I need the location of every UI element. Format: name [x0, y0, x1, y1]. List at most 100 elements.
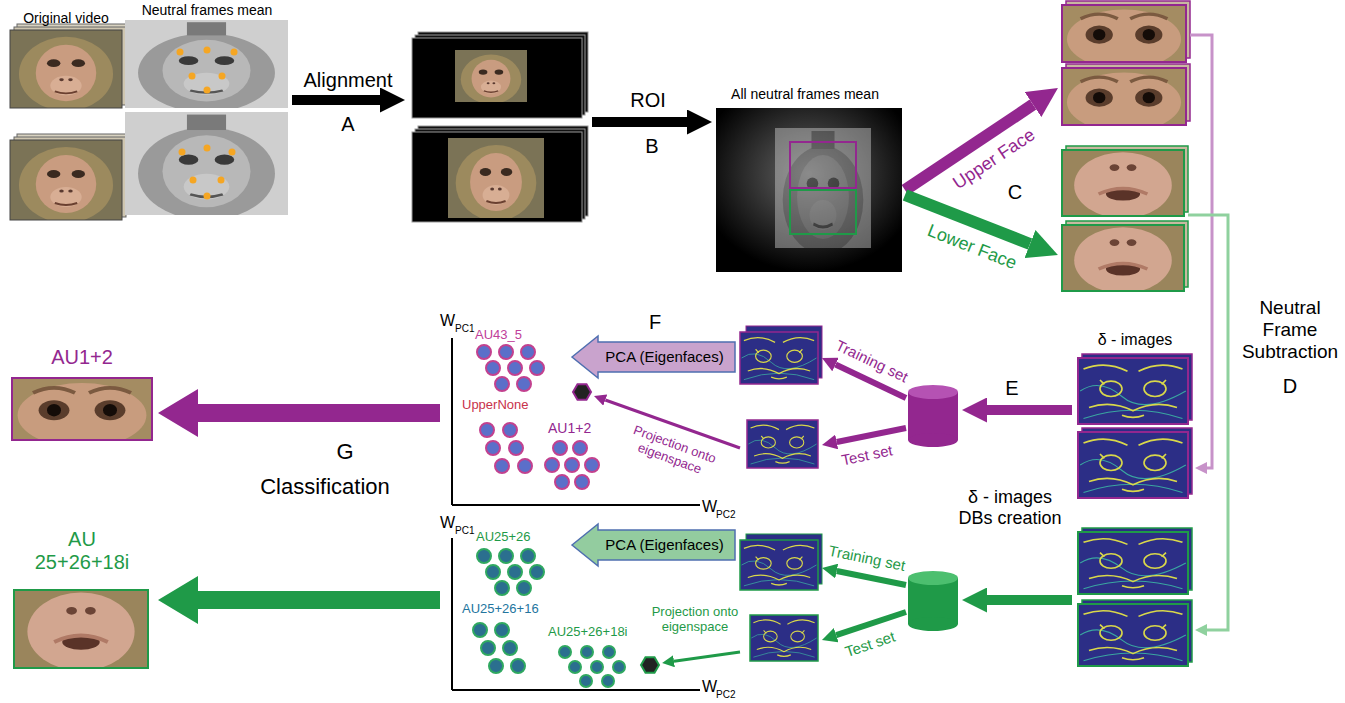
sample-dot [530, 565, 544, 579]
upper-roi-box [790, 142, 856, 188]
image-panel: AU1+2 [6, 346, 158, 444]
plot-label: AU25+26+18i [548, 625, 628, 640]
neutral-mean-image [125, 20, 288, 112]
delta-image [1078, 358, 1188, 424]
figure-label: Neutral Frame Subtraction [1237, 297, 1343, 363]
aligned-face [448, 138, 544, 221]
frame-border [1062, 150, 1184, 216]
sample-dot [553, 441, 567, 455]
sample-dot [477, 549, 491, 563]
step-letter: F [649, 311, 661, 334]
sample-dot [495, 623, 509, 637]
aligned-face [455, 50, 527, 104]
landmark-dot [219, 73, 226, 80]
landmark-dot [177, 49, 184, 56]
frame-border [747, 420, 818, 468]
sample-dot [489, 659, 503, 673]
axis-subscript: PC2 [716, 509, 735, 521]
frame-border [1078, 532, 1188, 594]
frame-border [1062, 5, 1186, 62]
step-letter: D [1283, 375, 1297, 398]
projection-arrow [674, 652, 740, 661]
sample-dot [473, 623, 487, 637]
frame-border [1078, 604, 1188, 666]
database-cylinder [908, 385, 958, 399]
sample-dot [499, 549, 513, 563]
sample-dot [521, 549, 535, 563]
sample-dot [495, 377, 509, 391]
plot-label: W [702, 498, 717, 516]
delta-image [750, 615, 818, 661]
landmark-dot [179, 149, 186, 156]
sample-dot [511, 659, 525, 673]
block-arrow-box: PCA (Eigenfaces) [572, 524, 735, 566]
scatter-plot: WPC1WPC2AU43_5UpperNoneAU1+2 [440, 310, 735, 522]
roi-arrow [592, 117, 687, 127]
sample-dot [585, 458, 599, 472]
block-arrow-text: PCA (Eigenfaces) [605, 348, 723, 365]
delta-image [1078, 604, 1188, 666]
panel-heading: Original video [23, 10, 109, 26]
panel-heading: AU1+2 [51, 346, 113, 369]
lower-face-crop [1062, 150, 1184, 218]
faint-face [775, 128, 871, 254]
database-cylinder [908, 571, 958, 585]
landmark-dot [229, 149, 236, 156]
sample-dot [508, 361, 522, 375]
step-letter: B [645, 135, 658, 158]
frame-border [740, 332, 818, 384]
frame-border [1078, 358, 1188, 424]
database-cylinder [908, 617, 958, 631]
video-frame [10, 30, 122, 111]
plot-axis [452, 504, 700, 506]
sample-dot [486, 565, 500, 579]
test-arrow [837, 428, 906, 442]
plot-label: AU25+26 [476, 530, 531, 545]
sample-dot [530, 361, 544, 375]
sample-dot [517, 581, 531, 595]
frame-border [12, 378, 152, 440]
plot-label: AU25+26+16 [462, 602, 539, 617]
sample-dot [521, 345, 535, 359]
sample-dot [591, 661, 603, 673]
lower-roi-box [790, 190, 856, 234]
sample-dot [509, 441, 523, 455]
neutral-mean-image [125, 112, 288, 220]
delta-image [747, 420, 818, 468]
lower-face-crop [1062, 225, 1184, 293]
sample-dot [575, 475, 589, 489]
figure-label: ROI [630, 89, 666, 112]
frame-border [10, 30, 122, 108]
upper-face-crop [1062, 68, 1186, 132]
result-image [12, 378, 152, 447]
plot-axis [451, 538, 453, 690]
figure-label: Training set [833, 336, 911, 385]
sample-dot [503, 641, 517, 655]
subtraction-line [1190, 35, 1212, 468]
block-arrow-text: PCA (Eigenfaces) [605, 536, 723, 553]
figure-label: Alignment [304, 69, 393, 92]
frame-border [750, 615, 818, 661]
frame-border [1062, 68, 1186, 125]
frame-border [14, 590, 148, 668]
classification-arrow [158, 389, 440, 437]
landmark-dot [204, 145, 211, 152]
sample-dot [581, 646, 593, 658]
frame-border [10, 140, 122, 220]
subtraction-line [1188, 215, 1228, 630]
panel-heading: AU 25+26+18i [27, 528, 137, 574]
sample-dot [545, 458, 559, 472]
sample-dot [495, 459, 509, 473]
delta-image [1078, 432, 1188, 498]
landmark-dot [204, 47, 211, 54]
test-sample-marker [573, 384, 591, 400]
sample-dot [481, 641, 495, 655]
sample-dot [573, 441, 587, 455]
sample-dot [503, 423, 517, 437]
sample-dot [603, 646, 615, 658]
purple-clusters [477, 345, 599, 489]
all-neutral-mean-image [716, 108, 902, 272]
step-letter: C [1008, 181, 1022, 204]
alignment-arrow [292, 95, 380, 105]
frame-border [1062, 225, 1184, 291]
